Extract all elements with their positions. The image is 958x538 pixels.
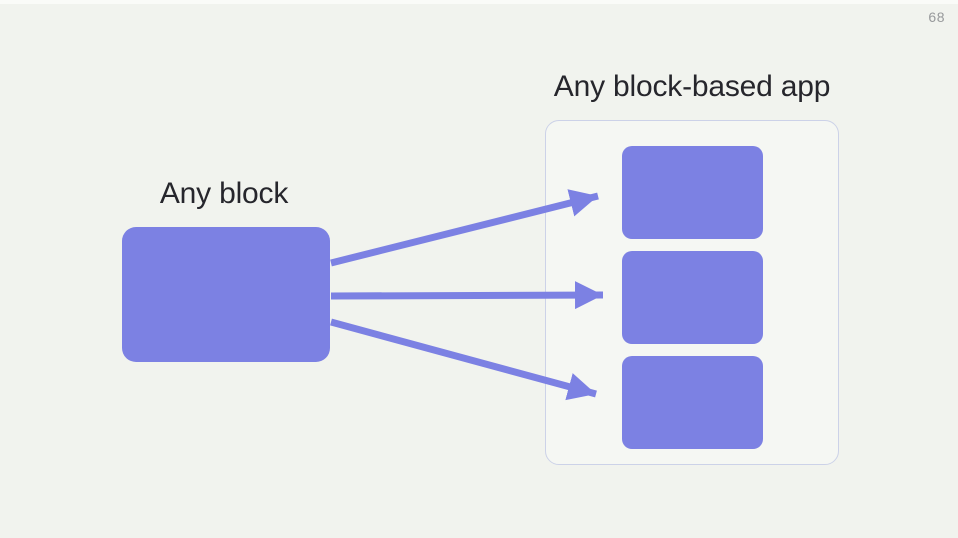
source-block-label: Any block <box>159 177 289 210</box>
app-container <box>545 120 839 465</box>
app-title: Any block-based app <box>553 70 831 103</box>
app-block-list <box>546 121 838 449</box>
app-block-3 <box>621 356 763 449</box>
top-edge-strip <box>0 0 958 4</box>
page-number: 68 <box>928 9 945 25</box>
source-block <box>122 227 330 362</box>
app-block-2 <box>621 251 763 344</box>
app-block-1 <box>621 146 763 239</box>
